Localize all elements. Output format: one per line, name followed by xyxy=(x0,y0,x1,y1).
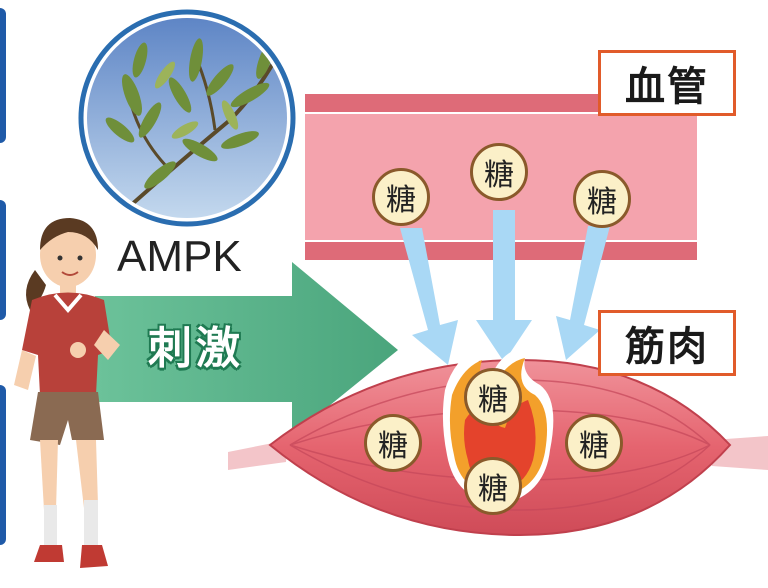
sugar-circle: 糖 xyxy=(470,143,528,201)
olive-branch-photo xyxy=(78,9,296,227)
sugar-flow-arrows xyxy=(400,210,610,365)
sugar-circle: 糖 xyxy=(372,168,430,226)
muscle-label: 筋肉 xyxy=(598,310,736,376)
sugar-circle: 糖 xyxy=(464,457,522,515)
sugar-circle: 糖 xyxy=(565,414,623,472)
sugar-circle: 糖 xyxy=(464,368,522,426)
blood-vessel-label: 血管 xyxy=(598,50,736,116)
left-panel-edges xyxy=(0,8,6,545)
sugar-circle: 糖 xyxy=(573,170,631,228)
stimulus-arrow xyxy=(95,262,398,436)
sugar-circle: 糖 xyxy=(364,414,422,472)
ampk-label: AMPK xyxy=(117,232,242,281)
stimulus-label: 刺激 xyxy=(148,323,244,374)
